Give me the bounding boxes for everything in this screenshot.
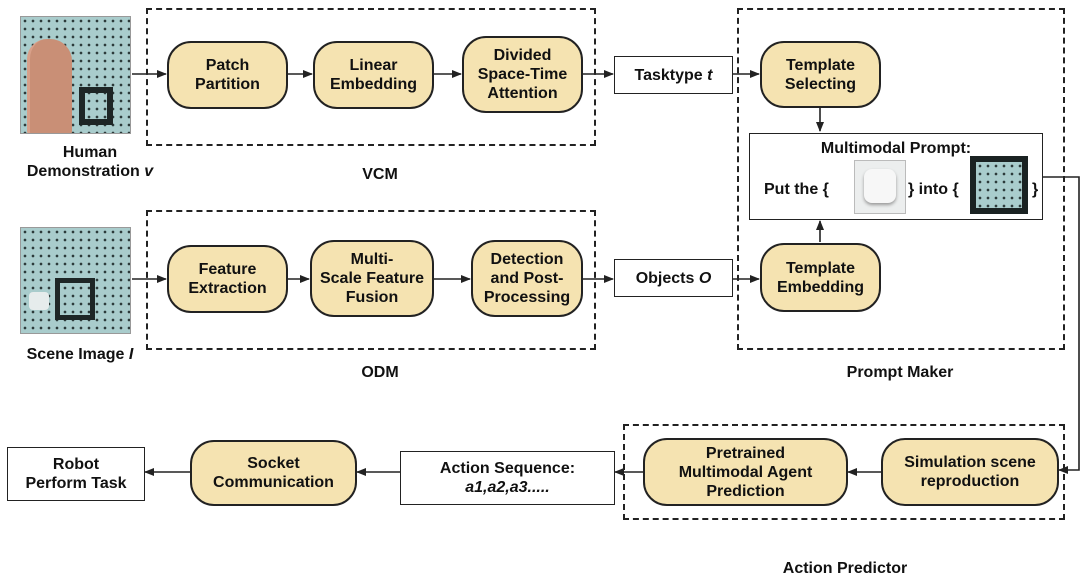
tasktype-var: t bbox=[707, 66, 713, 84]
multimodal-prompt-box: Multimodal Prompt: Put the { } into { } bbox=[749, 133, 1043, 220]
detection-postprocessing-node: Detection and Post- Processing bbox=[471, 240, 583, 317]
frame-thumbnail bbox=[970, 156, 1028, 214]
simulation-reproduction-label: Simulation scene reproduction bbox=[904, 454, 1036, 490]
multimodal-prompt-title: Multimodal Prompt: bbox=[820, 140, 972, 157]
object-cube-shape bbox=[864, 169, 896, 203]
multiscale-fusion-label: Multi- Scale Feature Fusion bbox=[319, 251, 425, 306]
multiscale-fusion-node: Multi- Scale Feature Fusion bbox=[310, 240, 434, 317]
human-demo-var: v bbox=[144, 163, 154, 180]
objects-box: Objects O bbox=[614, 259, 733, 297]
objects-text: Objects bbox=[635, 269, 695, 287]
object-shape bbox=[29, 292, 49, 310]
action-predictor-title: Action Predictor bbox=[782, 560, 908, 577]
scene-image-var: I bbox=[128, 346, 134, 363]
prompt-maker-title: Prompt Maker bbox=[846, 364, 954, 381]
socket-communication-label: Socket Communication bbox=[213, 455, 334, 491]
feature-extraction-node: Feature Extraction bbox=[167, 245, 288, 313]
prompt-maker-group bbox=[737, 8, 1065, 350]
scene-image-label: Scene Image I bbox=[10, 345, 150, 364]
simulation-reproduction-node: Simulation scene reproduction bbox=[881, 438, 1059, 506]
template-selecting-label: Template Selecting bbox=[784, 56, 857, 93]
pretrained-agent-label: Pretrained Multimodal Agent Prediction bbox=[678, 444, 813, 500]
linear-embedding-node: Linear Embedding bbox=[313, 41, 434, 109]
scene-image bbox=[20, 227, 131, 334]
divided-attention-node: Divided Space-Time Attention bbox=[462, 36, 583, 113]
vcm-group bbox=[146, 8, 596, 146]
tasktype-text: Tasktype bbox=[634, 66, 703, 84]
odm-title: ODM bbox=[361, 364, 399, 381]
multimodal-prompt-part3: } bbox=[1032, 181, 1039, 198]
linear-embedding-label: Linear Embedding bbox=[329, 57, 418, 93]
multimodal-prompt-part1: Put the { bbox=[764, 181, 829, 198]
patch-partition-label: Patch Partition bbox=[195, 57, 260, 93]
patch-partition-node: Patch Partition bbox=[167, 41, 288, 109]
multimodal-prompt-part2: } into { bbox=[908, 181, 959, 198]
frame-shape bbox=[79, 87, 113, 125]
human-demonstration-label: Human Demonstration v bbox=[10, 143, 170, 181]
detection-postprocessing-label: Detection and Post- Processing bbox=[483, 251, 571, 306]
feature-extraction-label: Feature Extraction bbox=[188, 261, 267, 297]
human-demonstration-image bbox=[20, 16, 131, 134]
robot-perform-task-label: Robot Perform Task bbox=[25, 456, 127, 492]
action-sequence-line1: Action Sequence: bbox=[439, 460, 576, 477]
socket-communication-node: Socket Communication bbox=[190, 440, 357, 506]
action-sequence-box: Action Sequence: a1,a2,a3..... bbox=[400, 451, 615, 505]
human-demo-line1: Human bbox=[62, 144, 118, 161]
template-embedding-node: Template Embedding bbox=[760, 243, 881, 312]
divided-attention-label: Divided Space-Time Attention bbox=[477, 47, 568, 102]
objects-var: O bbox=[698, 269, 712, 287]
action-sequence-line2: a1,a2,a3..... bbox=[465, 479, 550, 496]
arrow-prompt-to-simulation bbox=[1043, 176, 1080, 474]
object-thumbnail bbox=[854, 160, 906, 214]
tasktype-box: Tasktype t bbox=[614, 56, 733, 94]
hand-shape bbox=[27, 39, 72, 133]
vcm-title: VCM bbox=[362, 166, 398, 183]
template-selecting-node: Template Selecting bbox=[760, 41, 881, 108]
human-demo-line2: Demonstration v bbox=[10, 162, 170, 181]
robot-perform-task-box: Robot Perform Task bbox=[7, 447, 145, 501]
pretrained-agent-node: Pretrained Multimodal Agent Prediction bbox=[643, 438, 848, 506]
template-embedding-label: Template Embedding bbox=[776, 259, 865, 296]
odm-group bbox=[146, 210, 596, 350]
scene-image-text: Scene Image bbox=[26, 346, 125, 363]
human-demo-text: Demonstration bbox=[26, 163, 140, 180]
frame-shape bbox=[55, 278, 95, 320]
